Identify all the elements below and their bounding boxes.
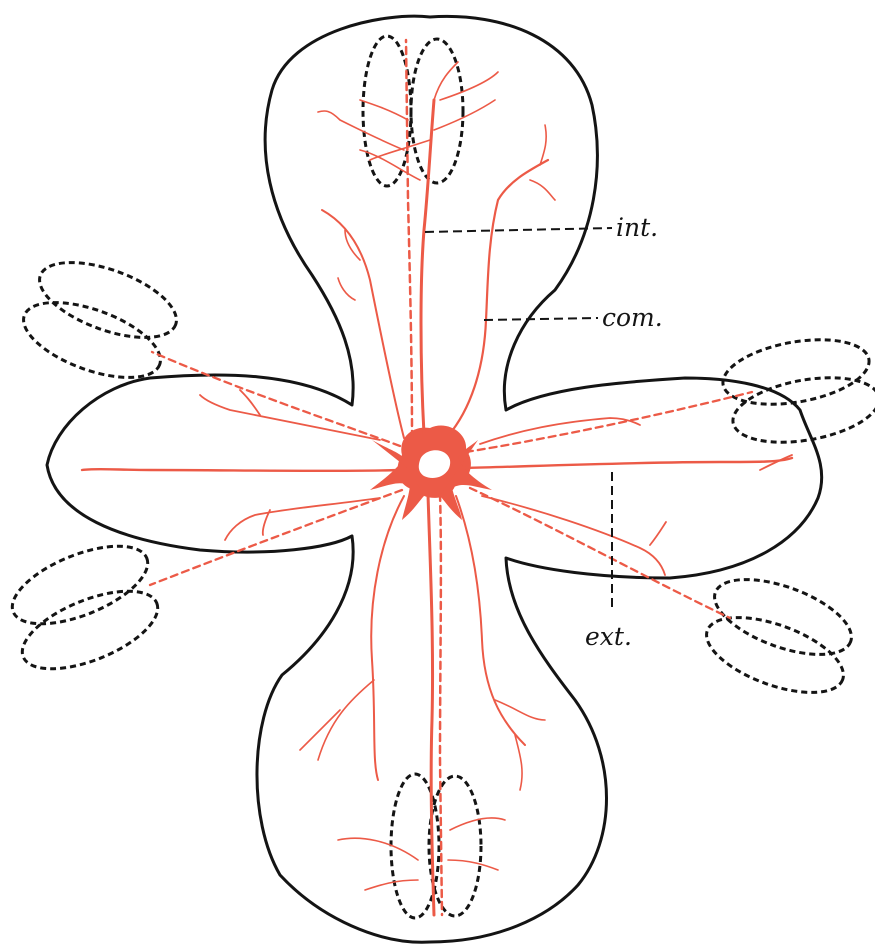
anther-upper-left-b [14, 287, 170, 393]
label-com: com. [602, 303, 663, 332]
anther-upper-left-a [30, 247, 186, 353]
anther-lower-left-b [12, 575, 168, 685]
label-ext: ext. [585, 622, 632, 651]
anther-lower-left-a [2, 530, 158, 640]
anther-upper-right-a [718, 330, 874, 415]
label-int: int. [616, 213, 658, 242]
